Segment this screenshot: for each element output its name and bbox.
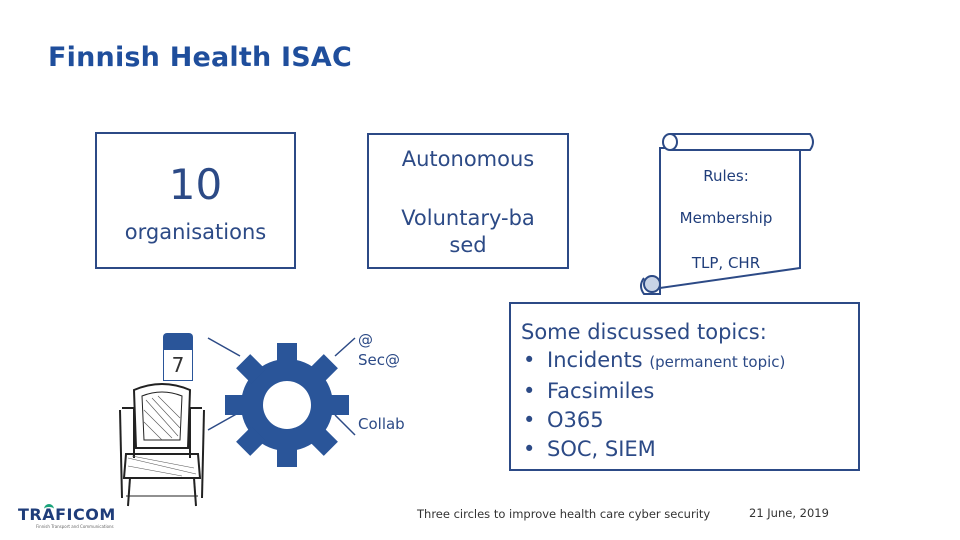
principle-voluntary: Voluntary-based [369, 205, 567, 259]
organisations-label: organisations [97, 220, 294, 244]
gear-label-sec: @ Sec@ [358, 330, 400, 370]
list-item: •Facsimiles [521, 377, 858, 406]
page-title: Finnish Health ISAC [48, 42, 352, 73]
gear-icon [222, 340, 352, 470]
list-item: •O365 [521, 406, 858, 435]
list-item: •SOC, SIEM [521, 435, 858, 464]
topics-box: Some discussed topics: •Incidents (perma… [509, 302, 860, 471]
principles-box: Autonomous Voluntary-based [367, 133, 569, 269]
chair-icon [112, 378, 212, 510]
organisations-count: 10 [97, 160, 294, 209]
principle-autonomous: Autonomous [369, 147, 567, 171]
traficom-logo: TRAFICOM Finnish Transport and Communica… [18, 506, 118, 536]
list-item: •Incidents (permanent topic) [521, 346, 858, 377]
footer-caption: Three circles to improve health care cyb… [417, 507, 710, 521]
rules-tlp: TLP, CHR [661, 254, 791, 272]
logo-subtitle: Finnish Transport and Communications Age… [36, 524, 114, 530]
principle-voluntary-text: Voluntary-based [398, 205, 538, 259]
organisations-box: 10 organisations [95, 132, 296, 269]
footer-date: 21 June, 2019 [749, 506, 829, 520]
logo-wordmark: TRAFICOM [18, 506, 118, 524]
calendar-icon: 7 [163, 333, 193, 381]
topics-heading: Some discussed topics: [521, 318, 858, 346]
rules-membership: Membership [661, 209, 791, 227]
topics-list: •Incidents (permanent topic) •Facsimiles… [521, 346, 858, 464]
calendar-day: 7 [163, 349, 193, 381]
rules-heading: Rules: [661, 167, 791, 185]
gear-label-collab: Collab [358, 415, 405, 433]
